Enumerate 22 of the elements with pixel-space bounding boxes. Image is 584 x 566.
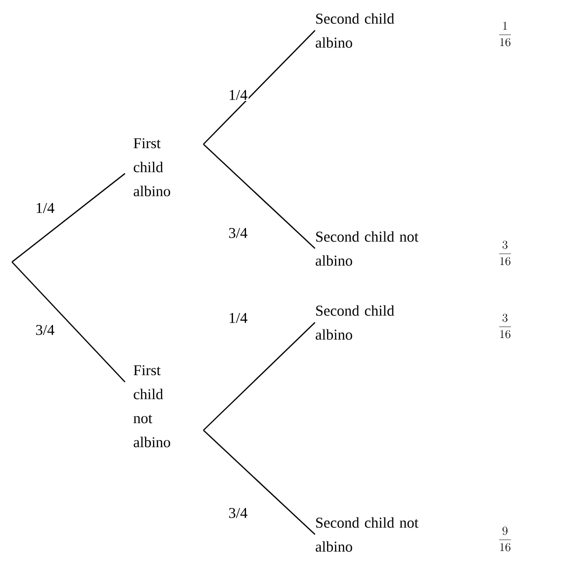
probability-fraction: $\frac{3}{16}$ <box>499 240 511 266</box>
branch-line <box>203 430 316 535</box>
outcome-label: Second child not albino <box>316 517 418 552</box>
outcome-label: Second child albino <box>316 305 394 340</box>
probability-fraction: $\frac{3}{16}$ <box>499 314 511 338</box>
branch-line <box>12 262 126 382</box>
branch-line <box>202 322 316 431</box>
probability-fraction: $\frac{9}{16}$ <box>499 526 511 552</box>
outcome-label: First child albino <box>134 138 170 196</box>
probability-label: 1/4 <box>227 88 249 102</box>
outcome-label: Second child not albino <box>316 231 418 266</box>
branch-line <box>202 30 316 145</box>
probability-label: 3/4 <box>227 506 249 520</box>
probability-label: 3/4 <box>34 324 56 336</box>
outcome-label: Second child albino <box>316 13 394 48</box>
outcome-label: First child not albino <box>134 365 170 448</box>
probability-label: 1/4 <box>34 202 56 214</box>
probability-label: 1/4 <box>227 312 249 324</box>
probability-label: 3/4 <box>227 226 249 240</box>
probability-fraction: $\frac{1}{16}$ <box>499 22 511 46</box>
branch-line <box>12 173 126 262</box>
branch-line <box>203 144 316 249</box>
